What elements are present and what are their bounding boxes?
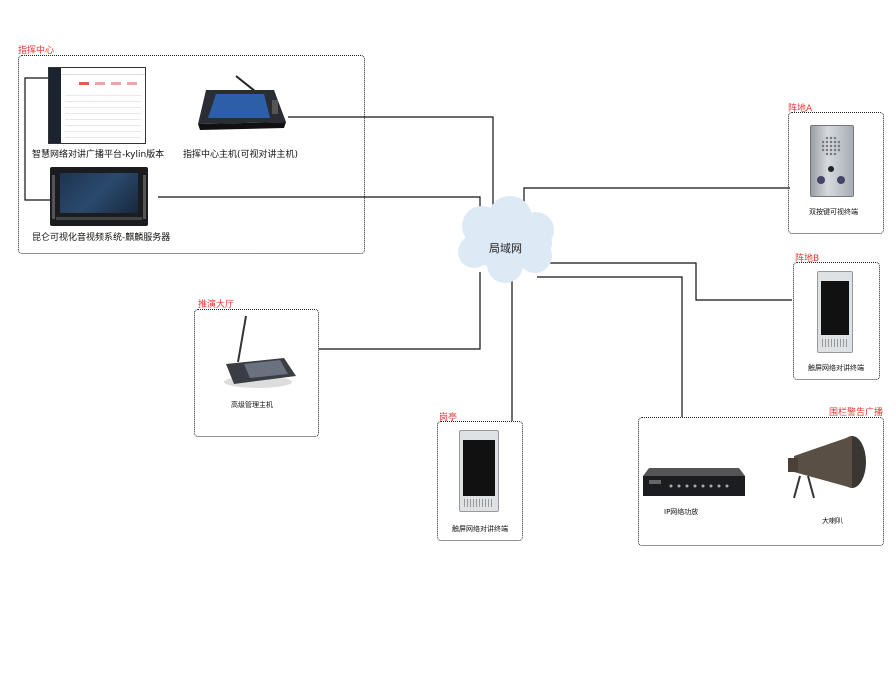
zone-label-fence: 围栏警告广播 bbox=[829, 408, 884, 418]
zone-label-sentry: 岗亭 bbox=[439, 413, 458, 423]
link-position-a bbox=[523, 187, 790, 205]
zone-exercise-hall bbox=[194, 309, 319, 437]
zone-label-position-a: 阵地A bbox=[788, 104, 813, 114]
amp-label: IP网络功放 bbox=[664, 508, 699, 516]
intercom-panel-icon bbox=[810, 125, 854, 197]
touch-terminal-icon bbox=[817, 271, 853, 353]
zone-label-command-center: 指挥中心 bbox=[18, 46, 55, 56]
link-platform-server bbox=[24, 77, 50, 201]
touch-b-label: 触屏网络对讲终端 bbox=[808, 364, 864, 372]
link-exercise-hall bbox=[319, 272, 481, 350]
desk-mic-icon bbox=[224, 315, 296, 388]
horn-speaker-icon bbox=[788, 436, 866, 499]
command-host-label: 指挥中心主机(可视对讲主机) bbox=[183, 150, 299, 160]
zone-sentry bbox=[437, 421, 523, 541]
zone-fence bbox=[638, 417, 884, 546]
dual-key-label: 双按键可视终端 bbox=[809, 208, 858, 216]
amplifier-icon bbox=[643, 468, 745, 496]
horn-label: 大喇叭 bbox=[822, 517, 843, 525]
monitor-software-icon bbox=[48, 67, 146, 144]
zone-position-a bbox=[788, 112, 884, 234]
link-fence bbox=[537, 276, 683, 417]
zone-label-exercise-hall: 推演大厅 bbox=[198, 300, 235, 310]
zone-label-position-b: 阵地B bbox=[795, 254, 820, 264]
rack-server-icon bbox=[50, 167, 148, 226]
lan-cloud-icon bbox=[458, 196, 554, 283]
zone-position-b bbox=[793, 262, 880, 380]
zone-command-center bbox=[18, 55, 365, 254]
touch-sentry-label: 触屏网络对讲终端 bbox=[452, 525, 508, 533]
network-label: 局域网 bbox=[489, 242, 522, 255]
manager-label: 高级管理主机 bbox=[231, 401, 273, 409]
link-server bbox=[158, 196, 481, 210]
tablet-console-icon bbox=[198, 75, 286, 130]
server-label: 昆仑可视化音视频系统-麒麟服务器 bbox=[32, 233, 171, 243]
touch-terminal-icon bbox=[459, 430, 499, 512]
link-position-b bbox=[540, 262, 792, 301]
link-command-host bbox=[288, 116, 494, 205]
platform-label: 智慧网络对讲广播平台-kylin版本 bbox=[32, 150, 165, 160]
